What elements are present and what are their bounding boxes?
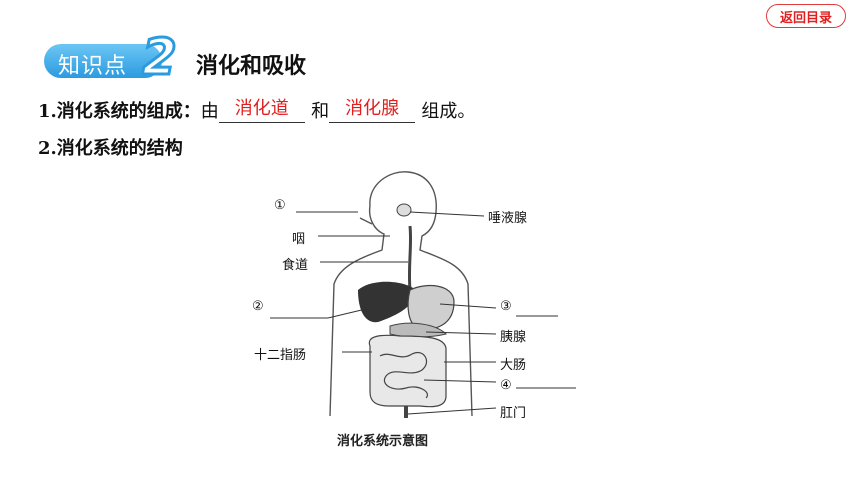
badge-pill: [44, 44, 162, 78]
answer-blank-1: 消化道: [218, 98, 305, 123]
label-n2: ②: [252, 299, 264, 314]
badge-number: 2: [141, 28, 179, 86]
label-pharynx: 咽: [292, 232, 306, 247]
leader-lines: [270, 211, 576, 415]
label-pancreas: 胰腺: [500, 330, 527, 345]
body-outline: [329, 171, 473, 417]
question-lead: 1.消化系统的组成：: [38, 101, 201, 122]
esophagus-shape: [407, 225, 413, 291]
answer-2: 消化腺: [345, 98, 400, 119]
badge-prefix: 知识点: [58, 54, 128, 79]
knowledge-point-badge: 知识点 2: [44, 31, 194, 84]
answer-blank-2: 消化腺: [329, 98, 416, 123]
question-structure: 2.消化系统的结构: [38, 138, 183, 159]
salivary-gland-shape: [396, 203, 412, 217]
question-and: 和: [311, 101, 330, 122]
label-n1: ①: [274, 198, 286, 213]
answer-1: 消化道: [234, 98, 289, 119]
label-anus: 肛门: [500, 406, 527, 421]
liver-shape: [358, 281, 416, 323]
question-by: 由: [200, 101, 219, 122]
back-to-contents-button[interactable]: 返回目录: [766, 4, 846, 28]
label-n3: ③: [500, 299, 512, 314]
question-composition: 1.消化系统的组成：由消化道 和消化腺 组成。: [38, 97, 475, 123]
figure-caption: 消化系统示意图: [337, 434, 429, 449]
digestive-system-diagram: [270, 171, 576, 418]
label-large-intestine: 大肠: [500, 358, 527, 373]
label-salivary-gland: 唾液腺: [488, 211, 528, 226]
intestines-shape: [368, 334, 447, 408]
label-esophagus: 食道: [282, 258, 309, 273]
label-duodenum: 十二指肠: [254, 348, 307, 363]
stomach-shape: [407, 284, 455, 330]
label-n4: ④: [500, 378, 512, 393]
question-tail: 组成。: [421, 101, 476, 122]
section-title: 消化和吸收: [196, 54, 307, 79]
